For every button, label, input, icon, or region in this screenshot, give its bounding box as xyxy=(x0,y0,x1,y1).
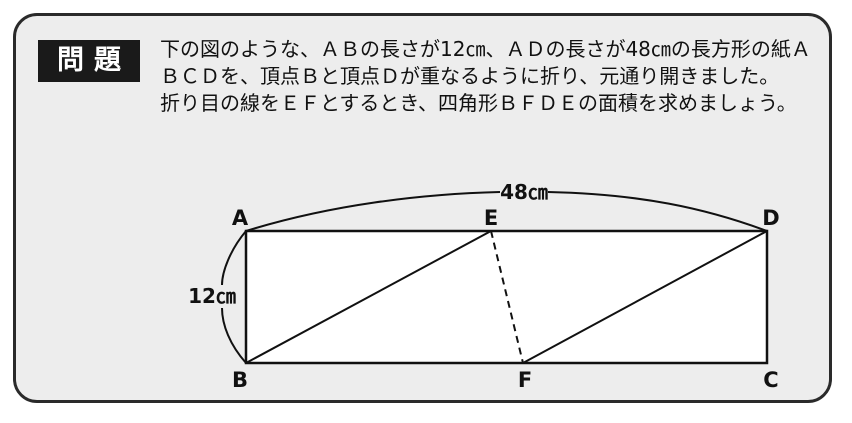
vertex-d-label: D xyxy=(762,206,779,230)
problem-badge: 問題 xyxy=(38,40,140,82)
problem-statement: 下の図のような、ＡＢの長さが12㎝、ＡＤの長さが48㎝の長方形の紙ＡＢＣＤを、頂… xyxy=(160,36,820,117)
fold-line-ef xyxy=(490,230,524,364)
vertex-a-label: A xyxy=(232,206,249,230)
problem-paragraph-1: 下の図のような、ＡＢの長さが12㎝、ＡＤの長さが48㎝の長方形の紙ＡＢＣＤを、頂… xyxy=(160,37,811,88)
line-fd xyxy=(522,230,768,364)
vertex-c-label: C xyxy=(763,368,778,392)
rectangle-abcd xyxy=(244,229,769,365)
vertex-b-label: B xyxy=(232,368,248,392)
vertex-f-label: F xyxy=(518,368,532,392)
width-label: 48㎝ xyxy=(500,180,548,204)
problem-paragraph-2: 折り目の線をＥＦとするとき、四角形ＢＦＤＥの面積を求めましょう。 xyxy=(160,91,797,115)
vertex-e-label: E xyxy=(484,206,498,230)
length-arc-ad-left xyxy=(245,191,501,232)
length-arc-ab-top xyxy=(221,230,247,286)
line-be xyxy=(245,230,492,364)
length-arc-ad-right xyxy=(547,191,768,232)
height-label: 12㎝ xyxy=(188,284,236,308)
length-arc-ab-bottom xyxy=(221,307,247,364)
